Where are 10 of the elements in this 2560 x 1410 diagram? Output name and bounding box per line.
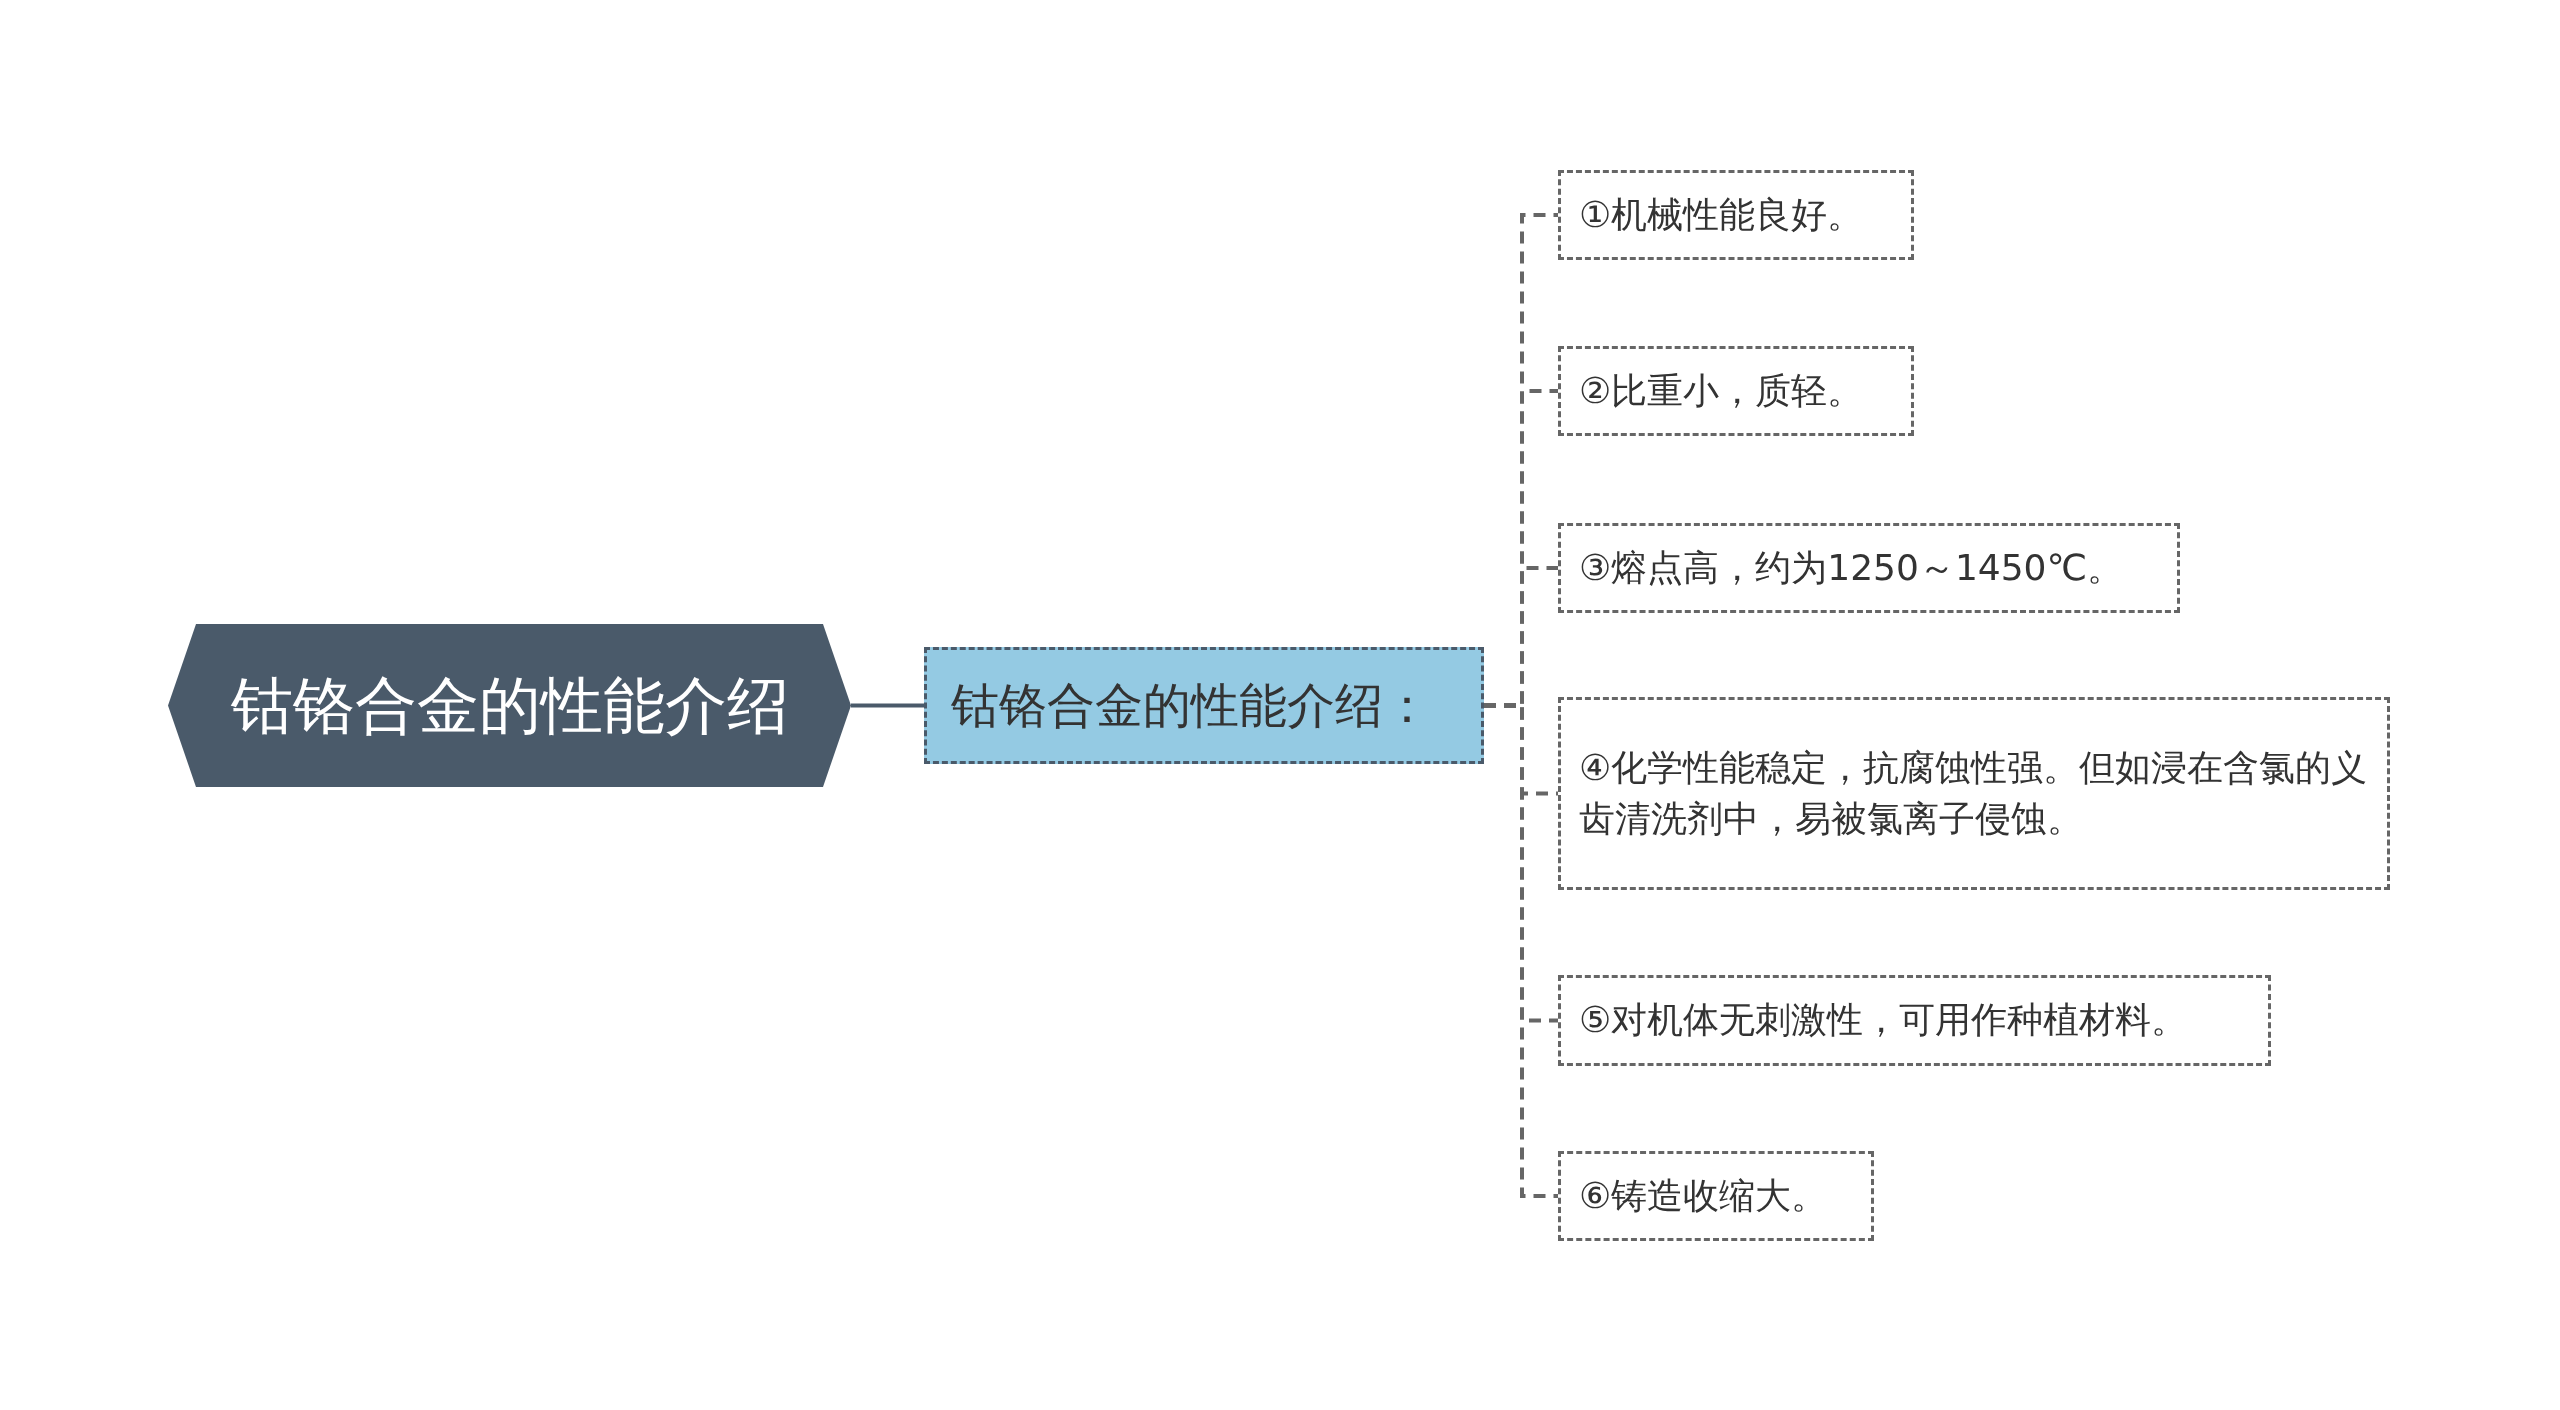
detail-box: ④化学性能稳定，抗腐蚀性强。但如浸在含氯的义齿清洗剂中，易被氯离子侵蚀。 <box>1558 697 2390 890</box>
connector <box>1484 703 1558 1198</box>
hexagon-node: 钴铬合金的性能介绍 <box>168 624 851 787</box>
detail-box: ⑥铸造收缩大。 <box>1558 1151 1874 1241</box>
detail-box: ⑤对机体无刺激性，可用作种植材料。 <box>1558 975 2271 1066</box>
connector <box>851 703 924 708</box>
detail-box: ②比重小，质轻。 <box>1558 346 1914 436</box>
detail-box: ①机械性能良好。 <box>1558 170 1914 260</box>
topic-box: 钴铬合金的性能介绍： <box>924 647 1484 764</box>
detail-box: ③熔点高，约为1250～1450℃。 <box>1558 523 2180 613</box>
